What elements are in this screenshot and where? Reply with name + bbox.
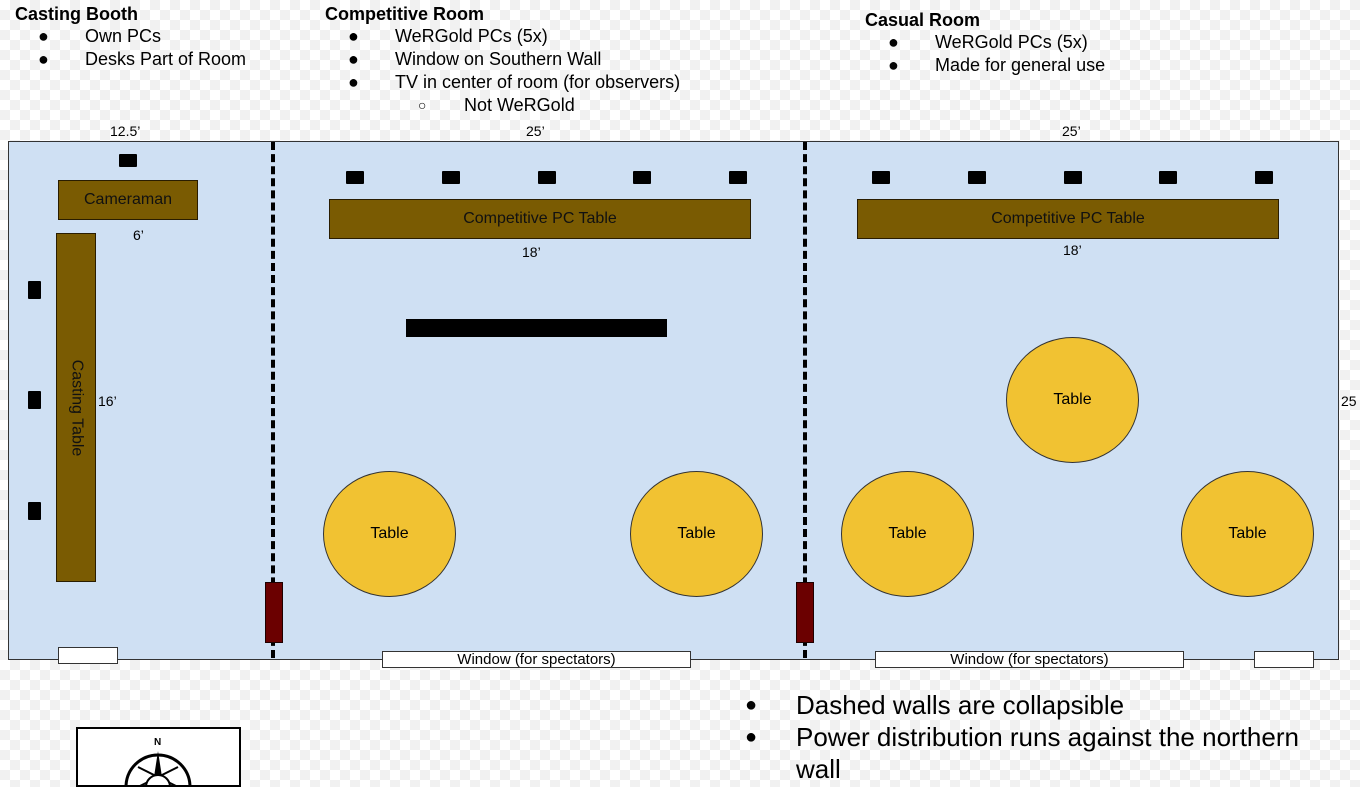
casting-booth-window xyxy=(58,647,118,664)
casting-booth-pc-icon xyxy=(119,154,137,167)
competitive-room-width-label: 25’ xyxy=(526,123,545,139)
casual-bullet-general-use: Made for general use xyxy=(935,55,1106,75)
bullet-dot: ● xyxy=(38,49,49,69)
compass-north-label: N xyxy=(154,737,162,748)
casting-booth-bullet-pcs: Own PCs xyxy=(85,26,162,46)
bullet-dot: ● xyxy=(745,726,758,748)
casual-window: Window (for spectators) xyxy=(875,651,1184,668)
competitive-table-1: Table xyxy=(323,471,456,597)
casual-pc-icon xyxy=(968,171,986,184)
casual-table-right: Table xyxy=(1181,471,1314,597)
casual-pc-icon xyxy=(872,171,890,184)
casual-pc-icon xyxy=(1159,171,1177,184)
competitive-pc-table-length-label: 18’ xyxy=(522,244,541,260)
bullet-dot: ● xyxy=(888,32,899,52)
competitive-pc-icon xyxy=(442,171,460,184)
bullet-dot: ● xyxy=(38,26,49,46)
casual-pc-icon xyxy=(1064,171,1082,184)
bullet-dot: ● xyxy=(348,72,359,92)
competitive-window: Window (for spectators) xyxy=(382,651,691,668)
casual-pc-table: Competitive PC Table xyxy=(857,199,1279,239)
competitive-sub-bullet-tv: Not WeRGold xyxy=(464,95,575,115)
casting-table: Casting Table xyxy=(56,233,96,582)
competitive-bullet-tv: TV in center of room (for observers) xyxy=(395,72,681,92)
casual-table-center: Table xyxy=(1006,337,1139,463)
room-depth-label: 25 xyxy=(1341,393,1357,409)
casting-booth-width-label: 12.5’ xyxy=(110,123,141,139)
casting-pc-icon xyxy=(28,281,41,299)
casual-room-heading: Casual Room xyxy=(865,10,981,30)
casual-table-left: Table xyxy=(841,471,974,597)
door-competitive-casual xyxy=(796,582,814,643)
casting-table-length-label: 16’ xyxy=(98,393,117,409)
compass-rose-icon xyxy=(124,751,192,785)
bullet-dot: ● xyxy=(745,694,758,716)
collapsible-wall-west xyxy=(271,142,275,658)
competitive-table-2: Table xyxy=(630,471,763,597)
note-collapsible-walls: Dashed walls are collapsible xyxy=(796,690,1125,720)
competitive-bullet-window: Window on Southern Wall xyxy=(395,49,602,69)
casual-pc-table-length-label: 18’ xyxy=(1063,242,1082,258)
bullet-dot: ● xyxy=(348,26,359,46)
casting-booth-bullet-desks: Desks Part of Room xyxy=(85,49,247,69)
collapsible-wall-east xyxy=(803,142,807,658)
door-casting-competitive xyxy=(265,582,283,643)
bullet-dot: ● xyxy=(888,55,899,75)
competitive-pc-icon xyxy=(633,171,651,184)
casual-bullet-pcs: WeRGold PCs (5x) xyxy=(935,32,1088,52)
cameraman-width-label: 6’ xyxy=(133,227,144,243)
casting-pc-icon xyxy=(28,391,41,409)
casting-booth-heading: Casting Booth xyxy=(15,4,138,24)
notes-list: ● Dashed walls are collapsible ● Power d… xyxy=(745,689,1355,785)
compass-box: N xyxy=(76,727,241,787)
cameraman-desk: Cameraman xyxy=(58,180,198,220)
tv-screen xyxy=(406,319,667,337)
competitive-pc-icon xyxy=(538,171,556,184)
casual-room-width-label: 25’ xyxy=(1062,123,1081,139)
competitive-pc-icon xyxy=(346,171,364,184)
competitive-pc-icon xyxy=(729,171,747,184)
bullet-dot: ● xyxy=(348,49,359,69)
competitive-pc-table: Competitive PC Table xyxy=(329,199,751,239)
casual-small-window xyxy=(1254,651,1314,668)
note-power-distribution: Power distribution runs against the nort… xyxy=(796,722,1299,752)
casting-table-label: Casting Table xyxy=(68,359,85,456)
note-power-distribution-continued: wall xyxy=(796,754,841,784)
competitive-bullet-pcs: WeRGold PCs (5x) xyxy=(395,26,548,46)
competitive-room-heading: Competitive Room xyxy=(325,4,485,24)
sub-bullet-dot: ○ xyxy=(418,97,427,113)
casting-pc-icon xyxy=(28,502,41,520)
casual-pc-icon xyxy=(1255,171,1273,184)
